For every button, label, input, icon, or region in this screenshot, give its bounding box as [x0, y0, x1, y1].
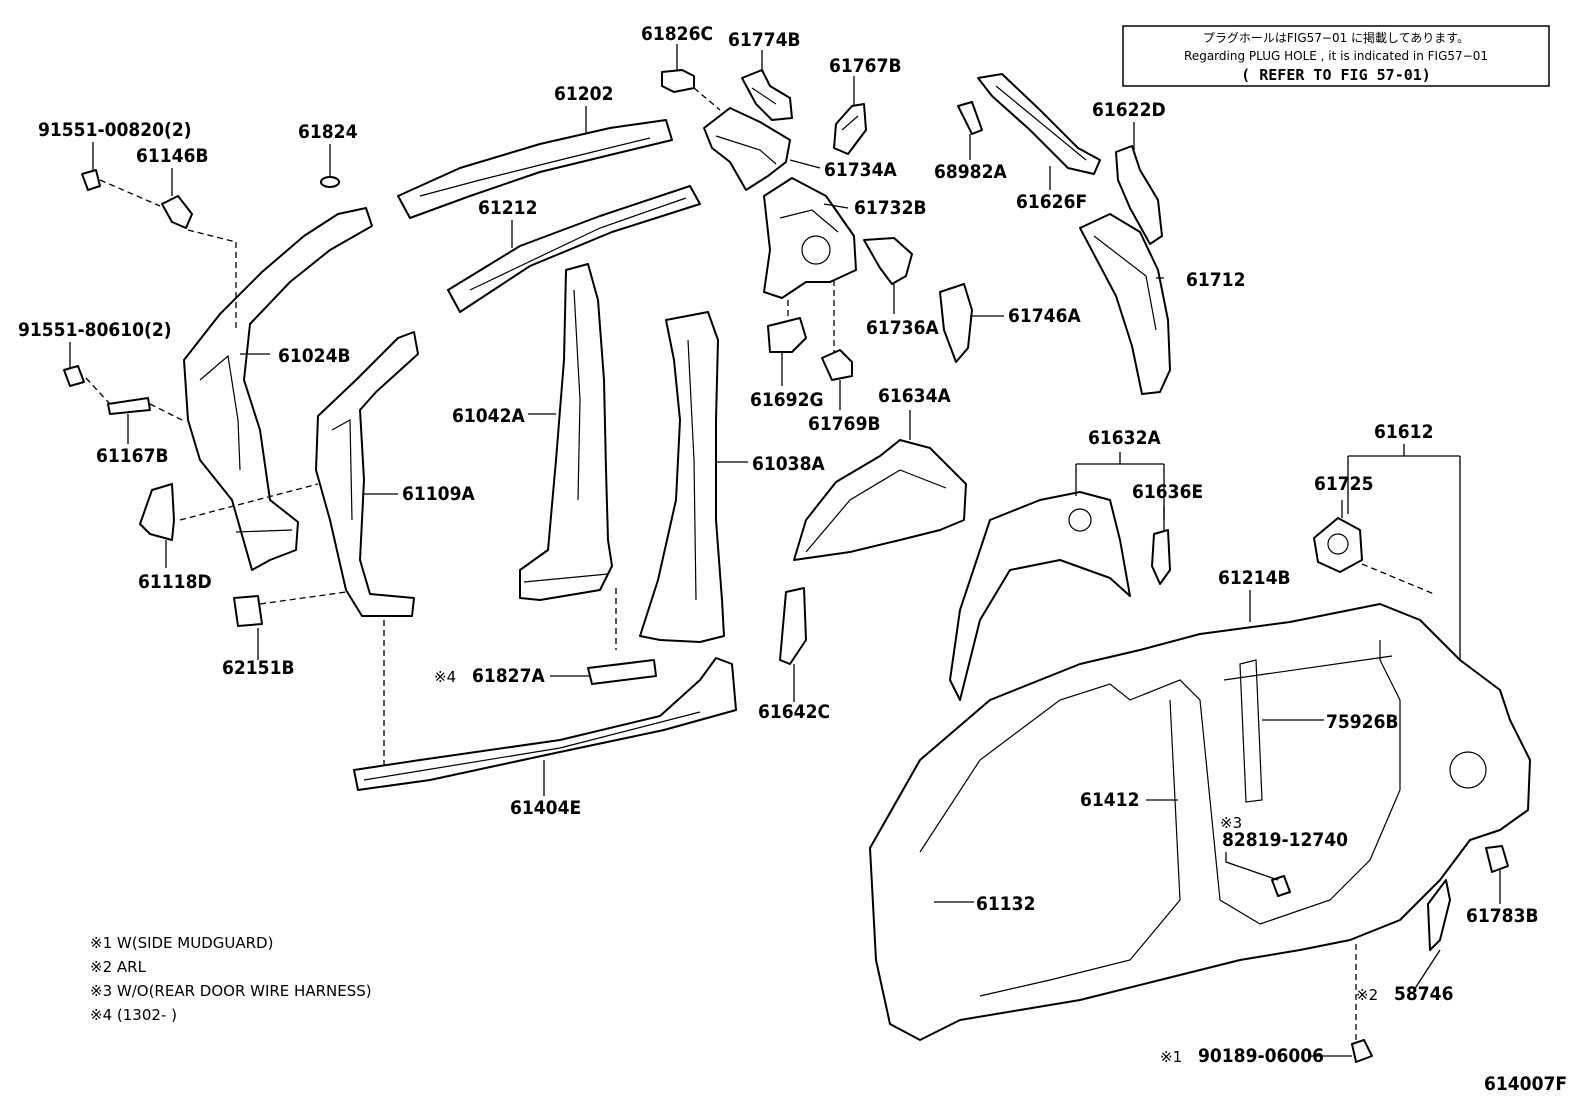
label-58746: 58746	[1394, 983, 1453, 1005]
part-61712-shape	[1079, 213, 1171, 395]
part-61167B-shape	[107, 397, 187, 423]
legend-note-4: ※4 (1302- )	[90, 1006, 177, 1024]
label-61827A: 61827A	[472, 665, 545, 687]
part-62151B-shape	[233, 595, 263, 627]
label-58746-mark: ※2	[1356, 986, 1378, 1004]
part-61146B-shape	[161, 195, 193, 229]
label-61826C: 61826C	[641, 23, 713, 45]
label-61642C: 61642C	[758, 701, 830, 723]
label-61746A: 61746A	[1008, 305, 1081, 327]
label-61774B: 61774B	[728, 29, 801, 51]
part-68982A-shape	[957, 101, 983, 135]
part-61767B-shape	[833, 103, 867, 155]
label-61632A: 61632A	[1088, 427, 1161, 449]
label-61692G: 61692G	[750, 389, 824, 411]
label-61634A: 61634A	[878, 385, 951, 407]
label-82819-12740: 82819-12740	[1222, 829, 1348, 851]
part-labels: 61826C 61774B 61767B 61202 61824 91551-0…	[18, 23, 1567, 1095]
part-61732B-shape	[763, 177, 857, 352]
label-61626F: 61626F	[1016, 191, 1087, 213]
figure-code: 614007F	[1484, 1073, 1567, 1095]
part-61404E-shape	[353, 657, 737, 791]
label-61736A: 61736A	[866, 317, 939, 339]
part-61746A-shape	[939, 283, 973, 363]
part-61632A-shape	[949, 491, 1131, 701]
label-61824: 61824	[298, 121, 358, 143]
part-61734A-shape	[703, 107, 791, 191]
part-61827A-shape	[587, 659, 657, 685]
label-61132: 61132	[976, 893, 1035, 915]
part-61736A-shape	[863, 237, 913, 285]
part-61626F-shape	[977, 73, 1101, 175]
notice-line-3: ( REFER TO FIG 57-01)	[1241, 66, 1431, 84]
part-61202-shape	[397, 119, 673, 219]
label-61732B: 61732B	[854, 197, 927, 219]
label-61725: 61725	[1314, 473, 1373, 495]
part-61783B-shape	[1485, 845, 1509, 873]
label-61636E: 61636E	[1132, 481, 1203, 503]
label-61212: 61212	[478, 197, 537, 219]
legend: ※1 W(SIDE MUDGUARD) ※2 ARL ※3 W/O(REAR D…	[90, 934, 372, 1024]
part-61824-shape	[320, 176, 340, 188]
label-91551-80610: 91551-80610(2)	[18, 319, 172, 341]
label-90189-mark: ※1	[1160, 1048, 1182, 1066]
bolt-91551-80610-shape	[63, 365, 111, 405]
label-61202: 61202	[554, 83, 613, 105]
label-61412: 61412	[1080, 789, 1139, 811]
label-61712: 61712	[1186, 269, 1245, 291]
label-61769B: 61769B	[808, 413, 881, 435]
label-61167B: 61167B	[96, 445, 169, 467]
part-82819-shape	[1271, 875, 1291, 897]
part-61622D-shape	[1115, 145, 1163, 245]
legend-note-2: ※2 ARL	[90, 958, 147, 976]
label-62151B: 62151B	[222, 657, 295, 679]
label-68982A: 68982A	[934, 161, 1007, 183]
label-61783B: 61783B	[1466, 905, 1539, 927]
bolt-91551-00820-shape	[81, 169, 161, 207]
part-61774B-shape	[741, 69, 793, 121]
part-61826C-shape	[661, 69, 721, 111]
legend-note-3: ※3 W/O(REAR DOOR WIRE HARNESS)	[90, 982, 372, 1000]
part-61636E-shape	[1151, 529, 1171, 585]
legend-note-1: ※1 W(SIDE MUDGUARD)	[90, 934, 273, 952]
label-82819-mark: ※3	[1220, 814, 1242, 832]
part-61109A-shape	[179, 331, 419, 766]
notice-line-2: Regarding PLUG HOLE , it is indicated in…	[1184, 49, 1488, 63]
part-61024B-shape	[183, 207, 373, 571]
label-61038A: 61038A	[752, 453, 825, 475]
part-58746-shape	[1427, 879, 1451, 951]
part-61212-shape	[447, 185, 701, 313]
label-61734A: 61734A	[824, 159, 897, 181]
label-61767B: 61767B	[829, 55, 902, 77]
part-61769B-shape	[821, 349, 853, 381]
part-61634A-shape	[793, 439, 967, 561]
label-61827A-mark: ※4	[434, 668, 456, 686]
part-61692G-shape	[767, 317, 807, 353]
part-61042A-shape	[519, 263, 613, 601]
label-75926B: 75926B	[1326, 711, 1399, 733]
label-91551-00820: 91551-00820(2)	[38, 119, 192, 141]
leader-lines	[69, 44, 1501, 1057]
notice-box: プラグホールはFIG57−01 に掲載してあります。 Regarding PLU…	[1122, 25, 1550, 87]
label-61214B: 61214B	[1218, 567, 1291, 589]
label-61109A: 61109A	[402, 483, 475, 505]
label-61042A: 61042A	[452, 405, 525, 427]
part-90189-shape	[1351, 944, 1373, 1063]
part-body-side-shape	[869, 603, 1531, 1041]
part-61642C-shape	[779, 587, 807, 665]
part-61038A-shape	[615, 311, 725, 650]
label-61024B: 61024B	[278, 345, 351, 367]
notice-line-1: プラグホールはFIG57−01 に掲載してあります。	[1203, 30, 1469, 45]
part-61118D-shape	[139, 483, 175, 541]
label-61612: 61612	[1374, 421, 1433, 443]
label-61146B: 61146B	[136, 145, 209, 167]
label-61622D: 61622D	[1092, 99, 1166, 121]
label-90189-06006: 90189-06006	[1198, 1045, 1324, 1067]
label-61404E: 61404E	[510, 797, 581, 819]
label-61118D: 61118D	[138, 571, 212, 593]
part-61725-shape	[1313, 517, 1435, 595]
